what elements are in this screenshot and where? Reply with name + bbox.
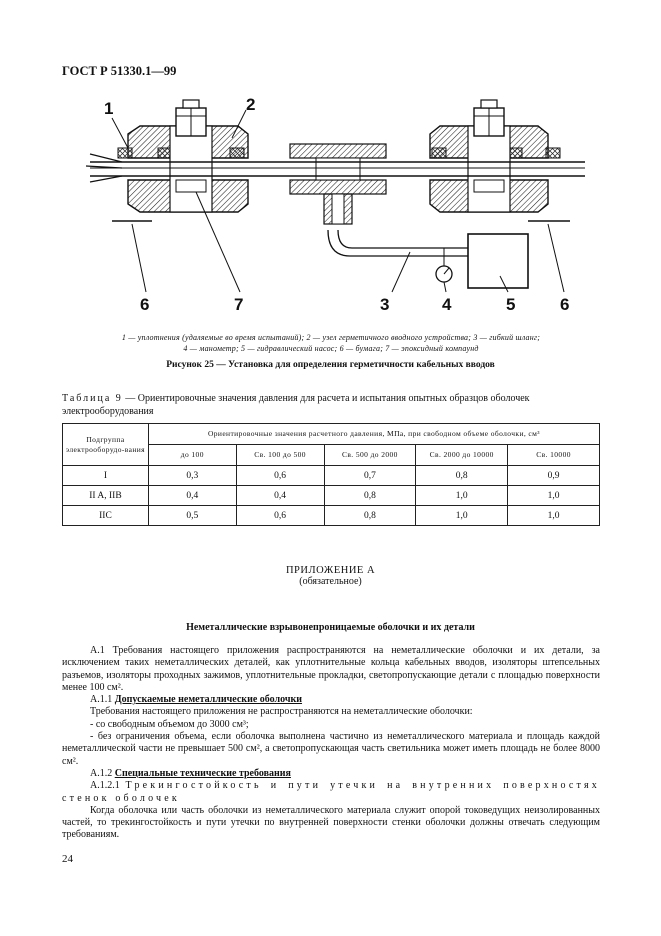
callout-6-left: 6 — [140, 295, 149, 314]
figure-legend-line-2: 4 — манометр; 5 — гидравлический насос; … — [183, 344, 479, 353]
column-header: Св. 100 до 500 — [235, 444, 325, 466]
column-header: Св. 10000 — [507, 444, 600, 466]
paragraph: Требования настоящего приложения не расп… — [90, 706, 473, 718]
table-caption: Таблица 9 — Ориентировочные значения дав… — [62, 392, 602, 418]
paragraph-a121: А.1.2.1 Трекингостойкость и пути утечки … — [62, 780, 600, 805]
pressure-table: Подгруппа электрооборудо-вания Ориентиро… — [62, 423, 601, 526]
table-cell: 0,6 — [235, 505, 325, 526]
page-number: 24 — [62, 853, 73, 865]
clause-heading: Специальные технические требования — [114, 767, 291, 779]
right-gland — [429, 99, 561, 213]
table-cell: 0,3 — [147, 465, 237, 486]
table-cell-group: II A, IIB — [62, 485, 149, 506]
table-row: I 0,3 0,6 0,7 0,8 0,9 — [62, 465, 600, 486]
figure-legend-line-1: 1 — уплотнения (удаляемые во время испыт… — [121, 333, 541, 342]
figure-legend: 1 — уплотнения (удаляемые во время испыт… — [66, 332, 596, 354]
list-item: - без ограничения объема, если оболочка … — [62, 731, 600, 767]
clause-number: А.1.1 — [90, 694, 113, 706]
document-header: ГОСТ Р 51330.1—99 — [62, 64, 177, 78]
column-header: Св. 500 до 2000 — [323, 444, 417, 466]
list-item: - со свободным объемом до 3000 см³; — [90, 718, 249, 730]
table-cell: 1,0 — [507, 505, 600, 526]
table-cell: 0,7 — [323, 465, 417, 486]
table-caption-label: Таблица 9 — [62, 393, 123, 404]
test-setup-figure: 1 2 3 4 5 6 6 7 — [85, 96, 585, 314]
clause-heading-spaced: Трекингостойкость и пути утечки на внутр… — [62, 780, 600, 804]
appendix-title: ПРИЛОЖЕНИЕ А — [285, 565, 376, 576]
table-cell: 0,9 — [507, 465, 600, 486]
clause-number: А.1.2.1 — [90, 780, 120, 792]
table-cell: 1,0 — [415, 485, 509, 506]
paragraph: Когда оболочка или часть оболочки из нем… — [62, 804, 600, 841]
callout-4: 4 — [442, 295, 452, 314]
callout-2: 2 — [246, 96, 255, 114]
table-cell: 0,8 — [323, 505, 417, 526]
center-coupling — [289, 143, 387, 225]
section-title: Неметаллические взрывонепроницаемые обол… — [186, 622, 475, 633]
callout-7: 7 — [234, 295, 243, 314]
table-cell: 0,8 — [323, 485, 417, 506]
callout-5: 5 — [506, 295, 515, 314]
callout-6-right: 6 — [560, 295, 569, 314]
pressure-span-header: Ориентировочные значения расчетного давл… — [147, 423, 601, 445]
table-cell: 0,4 — [235, 485, 325, 506]
table-cell: 0,4 — [147, 485, 237, 506]
table-cell: 0,5 — [147, 505, 237, 526]
table-row: IIC 0,5 0,6 0,8 1,0 1,0 — [62, 505, 600, 526]
column-header: до 100 — [147, 444, 237, 466]
clause-number: А.1.2 — [90, 767, 113, 779]
table-cell: 0,6 — [235, 465, 325, 486]
table-cell: 0,8 — [415, 465, 509, 486]
table-cell-group: IIC — [62, 505, 149, 526]
table-cell-group: I — [62, 465, 149, 486]
table-cell: 1,0 — [507, 485, 600, 506]
cable — [85, 153, 585, 183]
body-text: А.1 Требования настоящего приложения рас… — [62, 645, 600, 842]
hose-pump-assembly — [327, 229, 529, 289]
column-header: Св. 2000 до 10000 — [415, 444, 509, 466]
group-column-header: Подгруппа электрооборудо-вания — [62, 423, 149, 466]
clause-heading: Допускаемые неметаллические оболочки — [114, 694, 303, 706]
left-gland — [117, 99, 249, 213]
table-cell: 1,0 — [415, 505, 509, 526]
paragraph-a1: А.1 Требования настоящего приложения рас… — [62, 645, 600, 693]
paragraph-a11: А.1.1 Допускаемые неметаллические оболоч… — [62, 694, 600, 706]
callout-1: 1 — [104, 99, 113, 118]
leader-lines — [111, 109, 565, 293]
paragraph-a12: А.1.2 Специальные технические требования — [62, 768, 600, 780]
appendix-subtitle: (обязательное) — [299, 576, 362, 587]
table-row: II A, IIB 0,4 0,4 0,8 1,0 1,0 — [62, 485, 600, 506]
table-caption-text: — Ориентировочные значения давления для … — [62, 393, 530, 417]
figure-title: Рисунок 25 — Установка для определения г… — [166, 360, 495, 370]
callout-3: 3 — [380, 295, 389, 314]
